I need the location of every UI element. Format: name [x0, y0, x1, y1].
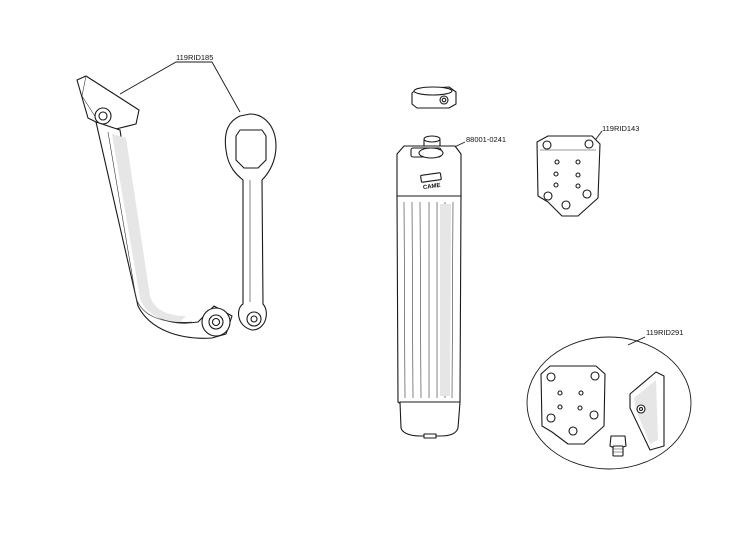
- straight-link-arm: [224, 113, 277, 331]
- top-cap-nut: [411, 86, 457, 109]
- label-arm-set: 119RID185: [176, 53, 214, 62]
- label-bracket: 119RID143: [602, 124, 640, 133]
- mounting-plate: [536, 135, 601, 217]
- bracket-kit: [526, 336, 692, 470]
- kit-outline: [526, 336, 692, 470]
- operator-cylinder: [396, 135, 462, 439]
- label-bracket-kit: 119RID291: [646, 328, 684, 337]
- leader-arm-set: [119, 61, 241, 113]
- label-operator: 88001-0241: [466, 135, 507, 144]
- curved-lever-arm: [76, 75, 233, 339]
